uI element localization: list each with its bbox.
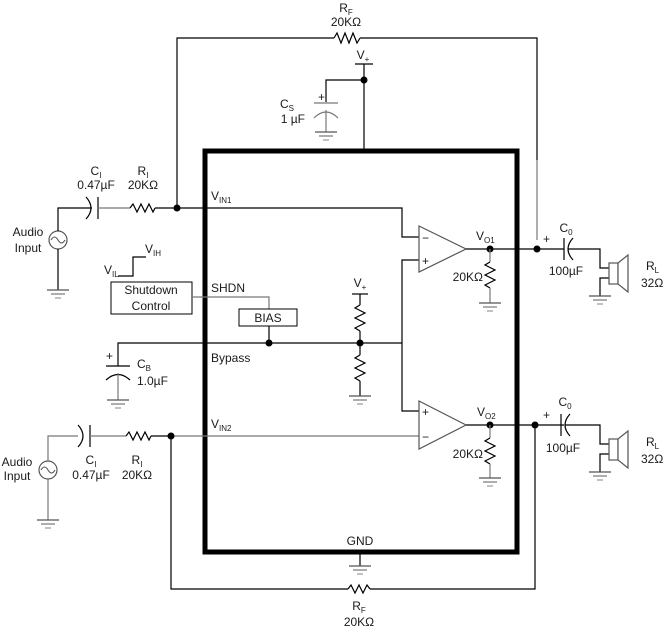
supply-section: V+ + CS 1 µF [280,48,373,151]
capacitor-ci1-icon [85,196,92,220]
svg-text:−: − [422,430,429,444]
co1-label: C0 [559,221,573,237]
svg-text:Audio: Audio [13,225,44,239]
channel1-input: Audio Input CI 0.47µF RI 20KΩ [13,164,205,299]
svg-text:Control: Control [132,299,171,313]
cs-label: CS [280,97,294,113]
svg-text:−: − [422,231,429,245]
cb-label: CB [137,357,151,373]
co2-value: 100µF [546,441,580,455]
vo2-label: VO2 [477,405,496,421]
shutdown-section: VIL VIH Shutdown Control SHDN BIAS [104,242,298,343]
ri2-label: RI [132,453,143,469]
internal-vplus-label: V+ [354,276,367,292]
rf1-label: RF [339,1,353,17]
rl1-label: RL [646,259,660,275]
speaker2-icon [608,438,619,461]
svg-text:Shutdown: Shutdown [124,283,177,297]
svg-text:+: + [318,90,325,104]
ri1-label: RI [138,164,149,180]
svg-text:+: + [543,408,550,422]
opamp1-triangle-icon [418,225,468,273]
bypass-section: Bypass + CB 1.0µF V+ [105,276,402,409]
svg-text:+: + [422,254,429,268]
ri1-value: 20KΩ [128,178,158,192]
svg-text:Input: Input [4,469,31,483]
svg-text:20KΩ: 20KΩ [453,270,483,284]
vih-label: VIH [145,242,161,258]
rf1-value: 20KΩ [331,15,361,29]
opamp-2: + − VO2 20KΩ [205,343,564,487]
ci2-value: 0.47µF [72,468,110,482]
gnd-and-rf2: GND RF 20KΩ [170,425,536,629]
gnd-pin-label: GND [347,534,374,548]
svg-text:20KΩ: 20KΩ [453,447,483,461]
opamp-1: − + VO1 20KΩ [205,207,564,343]
co2-label: C0 [558,395,572,411]
co1-value: 100µF [549,264,583,278]
ci1-value: 0.47µF [77,178,115,192]
opamp2-triangle-icon [418,400,468,450]
cb-value: 1.0µF [137,374,168,388]
shdn-pin-label: SHDN [211,281,245,295]
rl1-value: 32Ω [641,276,663,290]
svg-text:Audio: Audio [2,455,33,469]
resistor-ri1-icon [129,202,156,214]
ic-package [202,148,520,555]
channel2-output: + C0 100µF RL 32Ω [531,395,663,481]
rf2-value: 20KΩ [344,615,374,629]
rf2-label: RF [352,599,366,615]
ci1-label: CI [91,164,102,180]
capacitor-ci2-icon [77,424,84,448]
rl2-label: RL [646,435,660,451]
resistor-ri2-icon [125,430,152,442]
svg-text:BIAS: BIAS [254,311,281,325]
resistor-rf2-icon [347,583,371,595]
vil-label: VIL [104,263,119,279]
vin1-pin-label: VIN1 [211,189,232,205]
resistor-divider-bottom-icon [353,354,367,382]
ri2-value: 20KΩ [122,468,152,482]
resistor-divider-top-icon [353,304,367,332]
resistor-internal2-icon [483,437,497,465]
channel2-input: Audio Input CI 0.47µF RI 20KΩ [2,424,205,529]
vo1-label: VO1 [476,229,495,245]
bias-block [238,308,298,327]
svg-text:+: + [543,232,550,246]
ci2-label: CI [86,453,97,469]
vin2-pin-label: VIN2 [211,417,232,433]
shutdown-control-block [110,281,193,315]
channel1-output: + C0 100µF RL 32Ω [533,221,663,305]
rf1-feedback: RF 20KΩ [176,1,538,240]
resistor-rf1-icon [333,31,361,45]
bypass-pin-label: Bypass [211,351,250,365]
vplus-label: V+ [357,48,370,64]
cs-value: 1 µF [281,112,305,126]
rl2-value: 32Ω [641,452,663,466]
speaker1-icon [608,262,619,285]
svg-text:+: + [106,349,113,363]
svg-text:+: + [422,405,429,419]
resistor-internal1-icon [483,261,497,289]
svg-text:Input: Input [15,241,42,255]
